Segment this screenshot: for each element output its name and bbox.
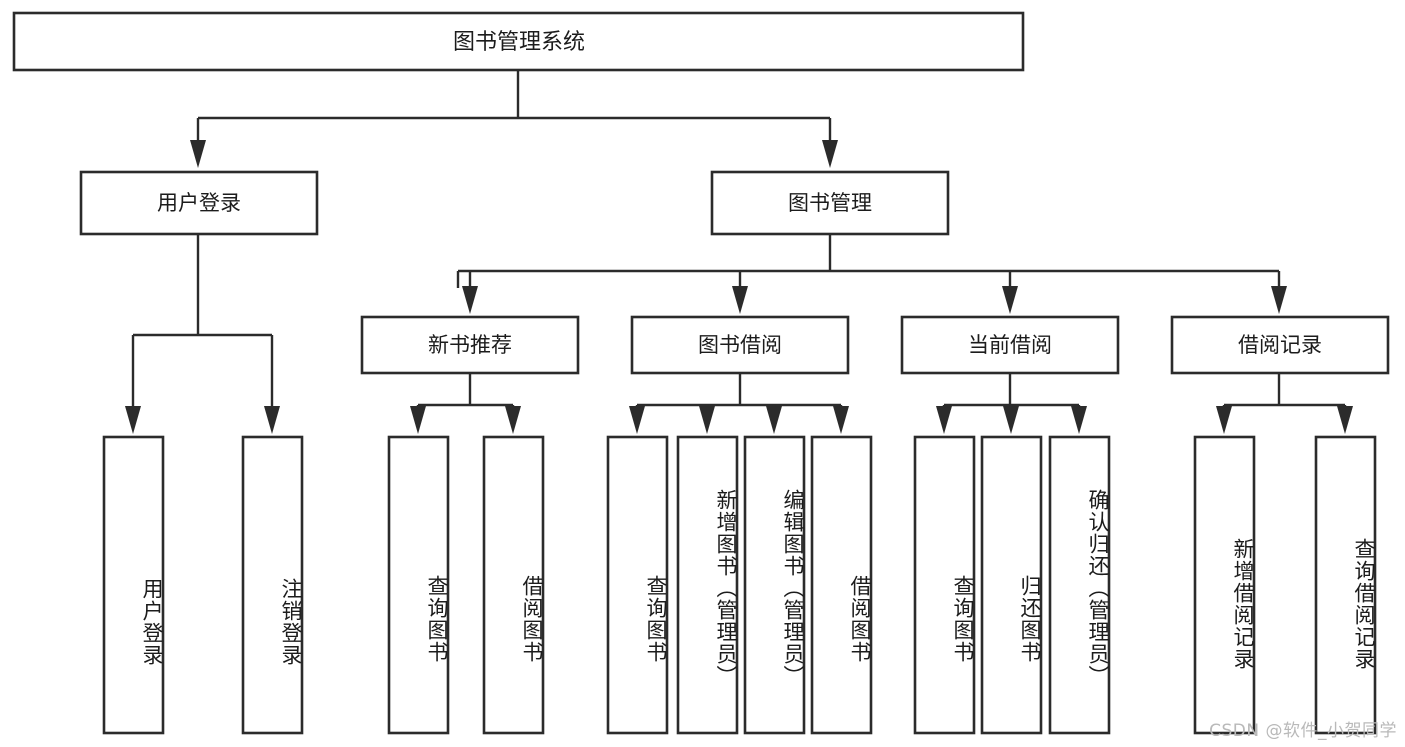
node-label-user-login: 用户登录 [157,191,241,215]
leaf-box-1[interactable] [102,435,165,735]
node-label-book-borrow: 图书借阅 [698,333,782,357]
arrow-head-leaf-8 [833,406,849,434]
node-box-book-manage[interactable] [710,170,950,236]
leaf-box-10[interactable] [980,435,1043,735]
node-label-new-book-recommend: 新书推荐 [428,333,512,357]
arrow-head-leaf-7 [766,406,782,434]
node-label-book-manage: 图书管理 [788,191,872,215]
arrow-head-current-borrow [1002,286,1018,314]
leaf-box-4[interactable] [482,435,545,735]
node-box-root[interactable] [12,11,1025,72]
node-layer: 图书管理系统 用户登录 图书管理 新书推荐 图书借阅 当前借阅 借阅记录 [12,11,1390,735]
arrow-head-leaf-2 [264,406,280,434]
arrow-head-new-book [462,286,478,314]
leaf-box-11[interactable] [1048,435,1111,735]
arrow-head-user-login [190,140,206,168]
connector-layer [125,70,1353,434]
watermark: CSDN @软件_小贺同学 [1209,721,1397,741]
leaf-box-12[interactable] [1193,435,1256,735]
leaf-box-5[interactable] [606,435,669,735]
leaf-box-9[interactable] [913,435,976,735]
node-box-new-book-recommend[interactable] [360,315,580,375]
arrow-head-leaf-13 [1337,406,1353,434]
leaf-box-2[interactable] [241,435,304,735]
arrow-head-borrow-record [1271,286,1287,314]
leaf-box-6[interactable] [676,435,739,735]
arrow-head-leaf-4 [505,406,521,434]
node-label-root: 图书管理系统 [453,30,585,55]
arrow-head-leaf-3 [410,406,426,434]
leaf-box-13[interactable] [1314,435,1377,735]
node-label-borrow-record: 借阅记录 [1238,333,1322,357]
leaf-box-7[interactable] [743,435,806,735]
arrow-head-leaf-5 [629,406,645,434]
leaf-box-3[interactable] [387,435,450,735]
arrow-head-leaf-11 [1071,406,1087,434]
arrow-head-leaf-6 [699,406,715,434]
leaf-box-8[interactable] [810,435,873,735]
node-box-user-login[interactable] [79,170,319,236]
arrow-head-leaf-1 [125,406,141,434]
arrow-head-borrow-book [732,286,748,314]
node-box-borrow-record[interactable] [1170,315,1390,375]
arrow-head-book-manage [822,140,838,168]
node-box-book-borrow[interactable] [630,315,850,375]
arrow-head-leaf-10 [1003,406,1019,434]
node-label-current-borrow: 当前借阅 [968,333,1052,357]
arrow-head-leaf-9 [936,406,952,434]
arrow-head-leaf-12 [1216,406,1232,434]
node-box-current-borrow[interactable] [900,315,1120,375]
